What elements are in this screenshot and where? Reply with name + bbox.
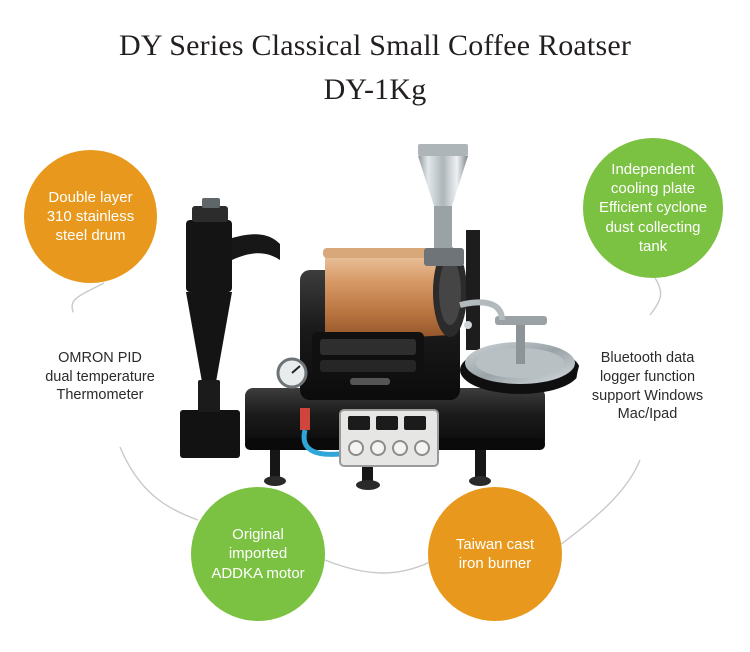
drum-front-ring bbox=[439, 259, 461, 325]
pid-display-3 bbox=[404, 416, 426, 430]
cyclone-cone bbox=[186, 292, 232, 382]
cyclone-duct bbox=[232, 234, 280, 260]
copper-drum-panel bbox=[325, 248, 450, 342]
panel-switch-2[interactable] bbox=[370, 440, 386, 456]
foot-center bbox=[356, 480, 380, 490]
leg-left bbox=[270, 450, 280, 480]
drum-top-band bbox=[323, 248, 451, 258]
door-handle bbox=[350, 378, 390, 385]
pid-display-2 bbox=[376, 416, 398, 430]
cyclone-lid-knob bbox=[202, 198, 220, 208]
cyclone-collection-jar bbox=[198, 380, 220, 412]
sampler-knob bbox=[464, 321, 472, 329]
page-title-line-2: DY-1Kg bbox=[323, 72, 427, 106]
door-vent-lower bbox=[320, 360, 416, 372]
panel-switch-1[interactable] bbox=[348, 440, 364, 456]
feature-label-double-layer-drum: Double layer 310 stainless steel drum bbox=[46, 188, 135, 245]
foot-left bbox=[264, 476, 286, 486]
feature-bubble-bluetooth-logger: Bluetooth data logger function support W… bbox=[576, 315, 719, 458]
hopper-gate bbox=[424, 248, 464, 266]
feature-bubble-cooling-plate: Independent cooling plate Efficient cycl… bbox=[583, 138, 723, 278]
exhaust-pipe bbox=[466, 230, 480, 350]
page-title-line-1: DY Series Classical Small Coffee Roatser bbox=[118, 29, 632, 62]
cooling-stirrer-arm bbox=[495, 316, 547, 325]
pid-display-1 bbox=[348, 416, 370, 430]
hopper-neck bbox=[434, 206, 452, 250]
panel-switch-4[interactable] bbox=[414, 440, 430, 456]
cooling-stirrer-shaft bbox=[516, 320, 525, 364]
page-title: DY Series Classical Small Coffee Roatser… bbox=[0, 24, 750, 111]
feature-bubble-addka-motor: Original imported ADDKA motor bbox=[191, 487, 325, 621]
hopper-cone bbox=[418, 156, 468, 206]
arc-right-top bbox=[649, 277, 662, 316]
coffee-roaster-photo bbox=[180, 144, 580, 490]
sampler-pipe bbox=[459, 299, 505, 321]
leg-right bbox=[475, 450, 486, 480]
feature-bubble-omron-pid: OMRON PID dual temperature Thermometer bbox=[30, 307, 170, 447]
feature-label-addka-motor: Original imported ADDKA motor bbox=[211, 526, 305, 582]
feature-bubble-taiwan-burner: Taiwan cast iron burner bbox=[428, 487, 562, 621]
foot-right bbox=[469, 476, 491, 486]
feature-label-cooling-plate: Independent cooling plate Efficient cycl… bbox=[598, 161, 708, 255]
feature-label-taiwan-burner: Taiwan cast iron burner bbox=[455, 535, 535, 572]
gas-hose bbox=[301, 429, 341, 457]
feature-bubble-double-layer-drum: Double layer 310 stainless steel drum bbox=[24, 150, 157, 283]
feature-label-bluetooth-logger: Bluetooth data logger function support W… bbox=[591, 350, 704, 423]
feature-label-omron-pid: OMRON PID dual temperature Thermometer bbox=[45, 350, 155, 404]
cyclone-cylinder bbox=[186, 220, 232, 292]
arc-bottom-center bbox=[324, 559, 431, 574]
door-vent-upper bbox=[320, 339, 416, 355]
cyclone-lid bbox=[192, 206, 228, 222]
cyclone-base bbox=[180, 410, 240, 458]
gas-valve bbox=[300, 408, 310, 430]
hopper-rim bbox=[418, 144, 468, 156]
panel-switch-3[interactable] bbox=[392, 440, 408, 456]
gauge-needle bbox=[291, 365, 301, 374]
